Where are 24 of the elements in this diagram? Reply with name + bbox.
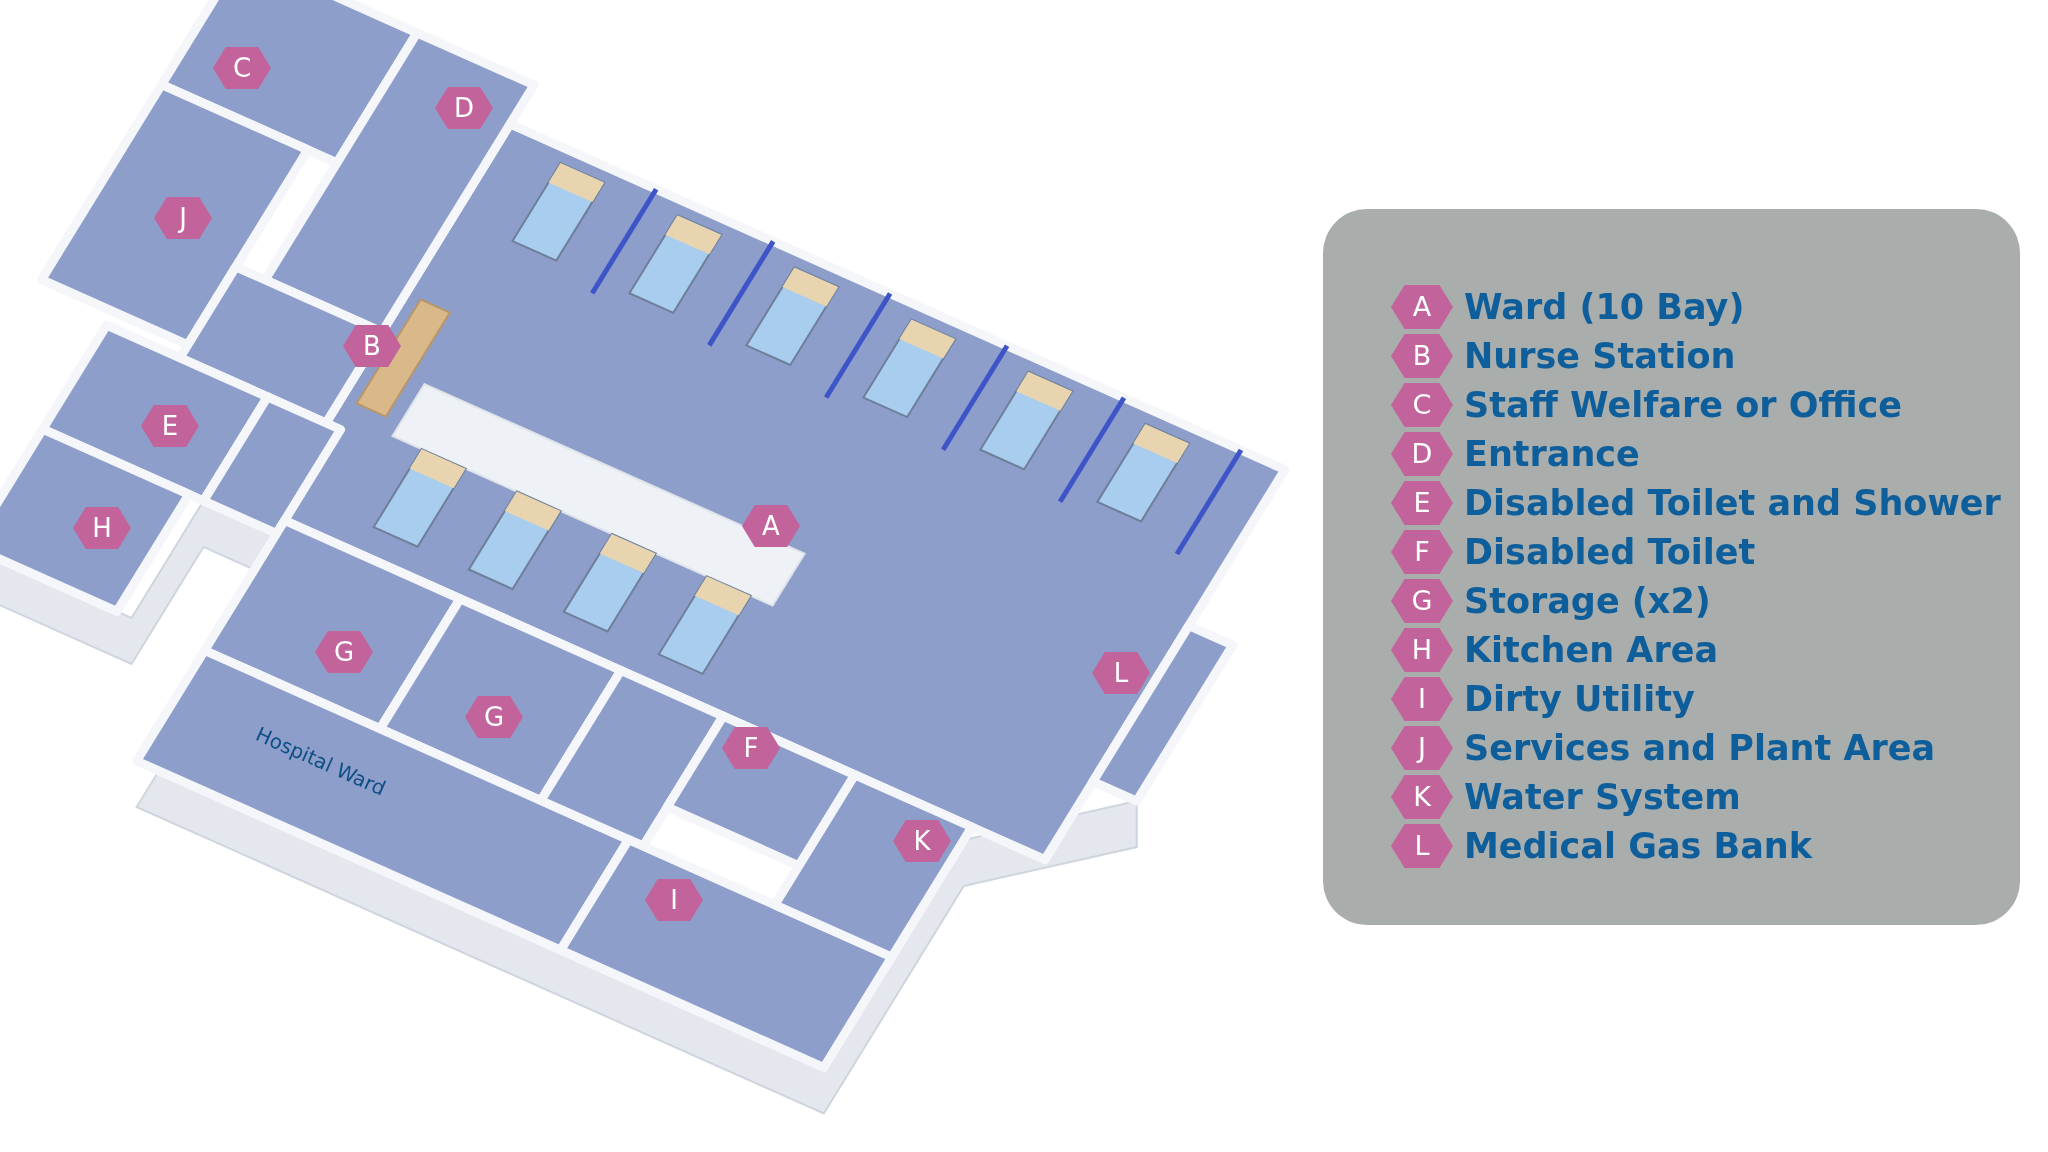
legend-text: Entrance <box>1464 433 1640 476</box>
legend-marker: J <box>1391 726 1453 770</box>
legend-marker: H <box>1391 628 1453 672</box>
legend-marker: G <box>1391 579 1453 623</box>
legend-text: Disabled Toilet and Shower <box>1464 482 2001 525</box>
legend-marker: B <box>1391 334 1453 378</box>
legend-marker: A <box>1391 285 1453 329</box>
legend-text: Kitchen Area <box>1464 629 1719 672</box>
legend-text: Water System <box>1464 776 1741 819</box>
legend-marker: L <box>1391 824 1453 868</box>
legend-marker: I <box>1391 677 1453 721</box>
legend-text: Staff Welfare or Office <box>1464 384 1902 427</box>
legend-text: Medical Gas Bank <box>1464 825 1813 868</box>
legend-marker: F <box>1391 530 1453 574</box>
legend-text: Disabled Toilet <box>1464 531 1756 574</box>
legend-marker: D <box>1391 432 1453 476</box>
legend-text: Services and Plant Area <box>1464 727 1936 770</box>
legend-marker: C <box>1391 383 1453 427</box>
legend-text: Dirty Utility <box>1464 678 1695 721</box>
legend-text: Nurse Station <box>1464 335 1736 378</box>
legend-marker: E <box>1391 481 1453 525</box>
legend-text: Storage (x2) <box>1464 580 1711 623</box>
legend-marker: K <box>1391 775 1453 819</box>
legend-text: Ward (10 Bay) <box>1464 286 1745 329</box>
